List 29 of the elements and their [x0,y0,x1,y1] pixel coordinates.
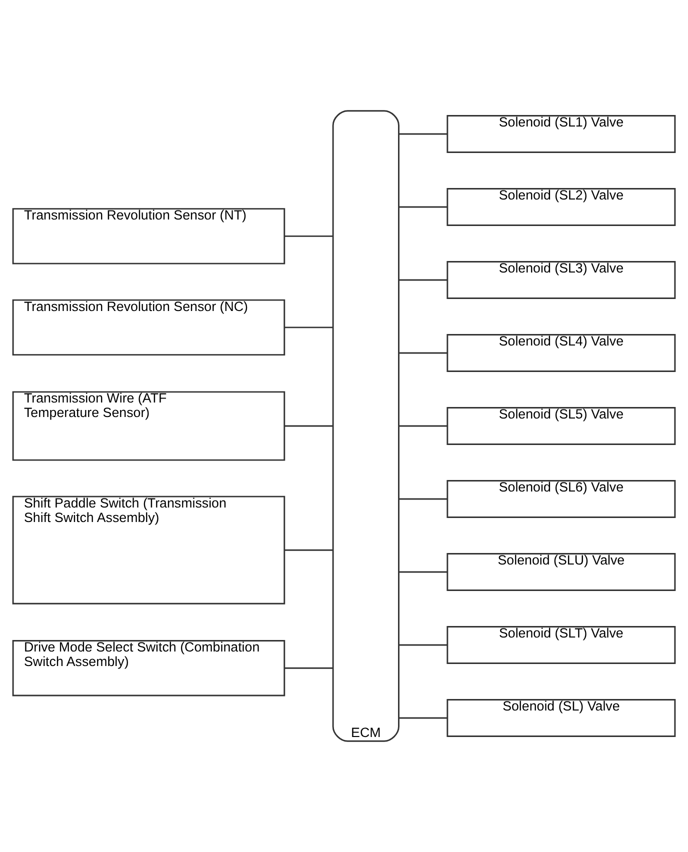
node-box: Shift Paddle Switch (Transmission Shift Switch Assembly) [12,496,286,604]
node-box: Drive Mode Select Switch (Combination Switch Assembly) [12,640,286,696]
node-box: Solenoid (SLU) Valve [446,553,676,591]
node-box: Solenoid (SL4) Valve [446,334,676,372]
connector [399,498,448,500]
node-box: Solenoid (SL3) Valve [446,261,676,299]
connector [284,549,333,551]
connector [284,667,333,669]
connector [284,235,333,237]
node-box: Solenoid (SL5) Valve [446,407,676,445]
node-box: Transmission Wire (ATF Temperature Sensor) [12,391,286,461]
connector [399,133,448,135]
node-box: Solenoid (SL2) Valve [446,188,676,226]
node-box: ECM [332,110,400,742]
connector [399,571,448,573]
connector [284,326,333,328]
node-box: Solenoid (SLT) Valve [446,626,676,664]
connector [399,352,448,354]
connector [399,717,448,719]
connector [399,279,448,281]
connector [399,425,448,427]
connector [399,644,448,646]
node-box: Solenoid (SL1) Valve [446,115,676,153]
connector [284,425,333,427]
node-box: Solenoid (SL) Valve [446,699,676,737]
node-box: Transmission Revolution Sensor (NT) [12,208,286,264]
node-box: Solenoid (SL6) Valve [446,480,676,518]
node-box: Transmission Revolution Sensor (NC) [12,299,286,356]
connector [399,206,448,208]
